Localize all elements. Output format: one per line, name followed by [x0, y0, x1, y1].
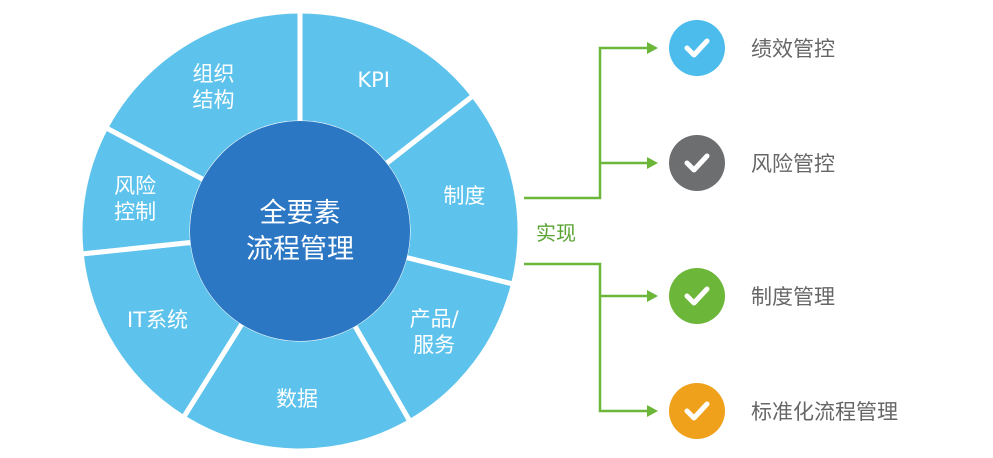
arrow-to-outcome-3 [647, 290, 658, 302]
segment-label-2: KPI [357, 68, 390, 92]
outcome-label: 风险管控 [751, 152, 835, 176]
segment-label-4: 产品/服务 [410, 307, 460, 357]
arrow-to-outcome-4 [647, 405, 658, 417]
segment-label-6: IT系统 [127, 308, 188, 332]
outcome-label: 标准化流程管理 [751, 400, 898, 424]
outcome-label: 制度管理 [751, 285, 835, 309]
outcome-risk: 风险管控 [669, 135, 835, 191]
outcome-performance: 绩效管控 [669, 20, 835, 76]
check-icon [684, 401, 710, 421]
segment-label-3: 制度 [443, 184, 485, 208]
center-label: 全要素流程管理 [246, 198, 354, 265]
segment-label-7: 风险控制 [114, 174, 156, 224]
arrow-to-outcome-1 [647, 42, 658, 54]
outcome-badge [669, 135, 725, 191]
arrow-to-outcome-2 [647, 157, 658, 169]
outcome-badge [669, 20, 725, 76]
outcome-policy: 制度管理 [669, 268, 835, 324]
check-icon [684, 153, 710, 173]
center-hub [190, 121, 410, 341]
upper-connector [524, 46, 648, 200]
lower-connector [524, 262, 648, 413]
outcome-badge [669, 268, 725, 324]
outcome-label: 绩效管控 [751, 37, 835, 61]
check-icon [684, 38, 710, 58]
check-icon [684, 286, 710, 306]
outcome-standard-process: 标准化流程管理 [669, 383, 898, 439]
segment-label-5: 数据 [276, 387, 318, 411]
connector-label: 实现 [536, 221, 576, 245]
outcome-badge [669, 383, 725, 439]
segment-label-1: 组织结构 [192, 62, 234, 112]
